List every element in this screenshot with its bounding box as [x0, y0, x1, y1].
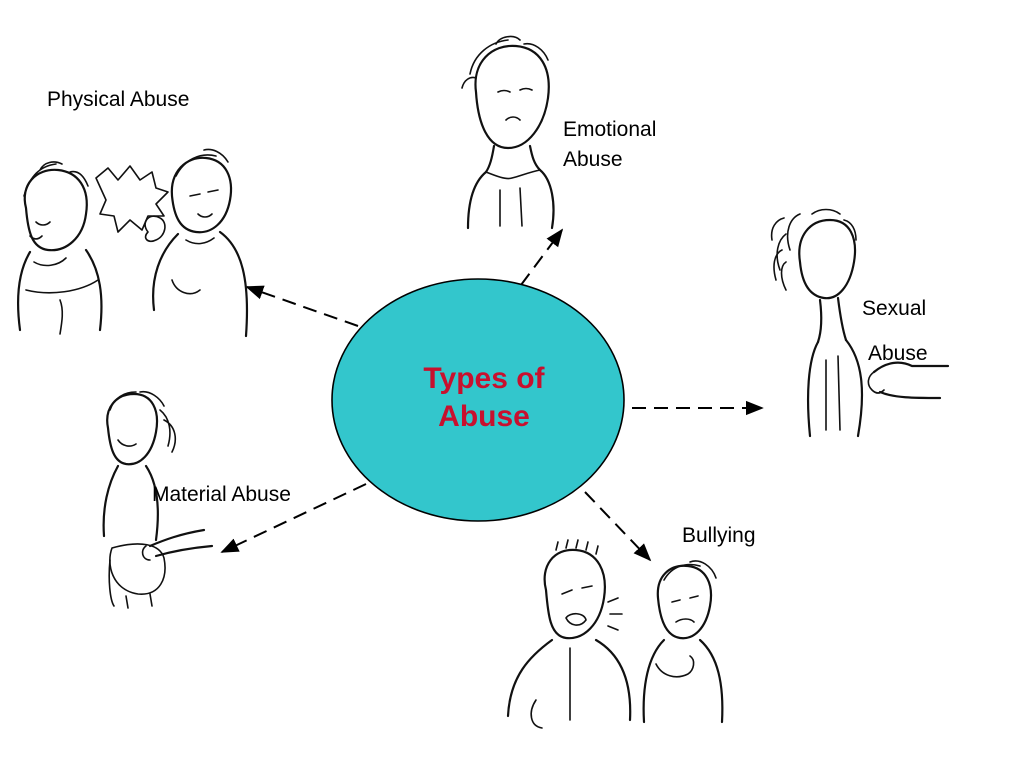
arrow-emotional — [520, 228, 564, 286]
arrow-bullying — [584, 491, 652, 562]
physical-abuse-illustration — [17, 148, 249, 338]
label-material-abuse: Material Abuse — [152, 483, 291, 506]
emotional-abuse-illustration — [461, 35, 555, 230]
label-physical-abuse: Physical Abuse — [47, 88, 190, 111]
bullying-illustration — [506, 539, 724, 729]
arrow-physical — [245, 285, 359, 327]
center-title-line1: Types of — [423, 362, 545, 395]
label-sexual-line1: Sexual — [862, 297, 927, 320]
label-sexual-line2: Abuse — [868, 342, 928, 366]
label-emotional-abuse: Emotional Abuse — [563, 115, 656, 176]
label-sexual-abuse: Sexual Abuse — [862, 286, 928, 376]
center-title: Types of Abuse — [384, 360, 584, 436]
arrow-material — [220, 483, 367, 553]
label-emotional-line1: Emotional — [563, 118, 657, 141]
material-abuse-illustration — [102, 390, 214, 609]
label-emotional-line2: Abuse — [563, 148, 623, 172]
center-title-line2: Abuse — [438, 400, 530, 433]
connector-arrows — [220, 228, 764, 562]
sexual-abuse-illustration — [770, 208, 950, 438]
label-bullying: Bullying — [682, 524, 756, 547]
center-circle — [331, 278, 625, 522]
